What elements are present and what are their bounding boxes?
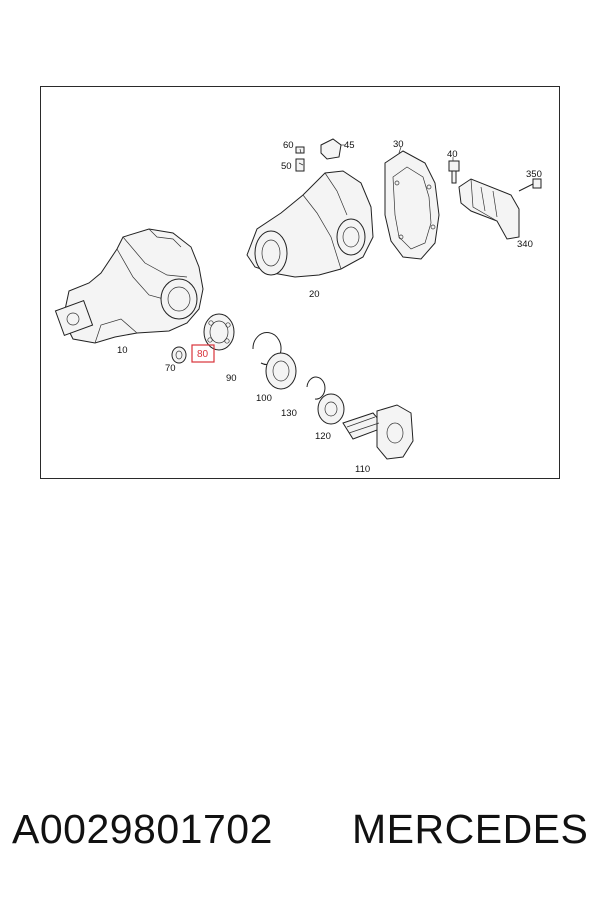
label-45: 45 bbox=[344, 140, 355, 151]
part-340-bracket bbox=[458, 178, 520, 240]
part-100-bearing bbox=[265, 352, 297, 390]
part-130-circlip bbox=[306, 376, 326, 400]
label-90: 90 bbox=[226, 373, 237, 384]
label-50: 50 bbox=[281, 161, 292, 172]
part-40-bolt bbox=[448, 160, 460, 184]
part-80-bearing bbox=[203, 313, 235, 351]
part-30-cover bbox=[384, 150, 440, 260]
label-100: 100 bbox=[256, 393, 272, 404]
highlight-box-80 bbox=[191, 344, 215, 363]
brand-name: MERCEDES bbox=[352, 806, 589, 852]
part-45-clip bbox=[320, 138, 342, 160]
label-130: 130 bbox=[281, 408, 297, 419]
label-120: 120 bbox=[315, 431, 331, 442]
part-number: A0029801702 bbox=[12, 806, 273, 852]
label-30: 30 bbox=[393, 139, 404, 150]
leader-lines bbox=[298, 144, 454, 166]
label-110: 110 bbox=[355, 464, 370, 475]
label-70: 70 bbox=[165, 363, 176, 374]
label-80[interactable]: 80 bbox=[197, 349, 209, 360]
label-20: 20 bbox=[309, 289, 320, 300]
part-350-bolt bbox=[518, 178, 542, 192]
label-10: 10 bbox=[117, 345, 128, 356]
part-50-plug bbox=[295, 158, 305, 172]
label-340: 340 bbox=[517, 239, 533, 250]
label-350: 350 bbox=[526, 169, 542, 180]
part-110-flange-shaft bbox=[342, 404, 414, 460]
diagram-frame: 10 20 30 40 45 50 60 70 80 90 100 110 12… bbox=[40, 86, 560, 479]
part-120-seal-ring bbox=[317, 393, 345, 425]
part-20-axle-housing bbox=[246, 170, 374, 278]
part-70-seal bbox=[171, 346, 187, 364]
exploded-parts-diagram: 10 20 30 40 45 50 60 70 80 90 100 110 12… bbox=[54, 138, 542, 475]
label-40: 40 bbox=[447, 149, 458, 160]
label-60: 60 bbox=[283, 140, 294, 151]
part-10-differential-housing bbox=[54, 228, 204, 344]
